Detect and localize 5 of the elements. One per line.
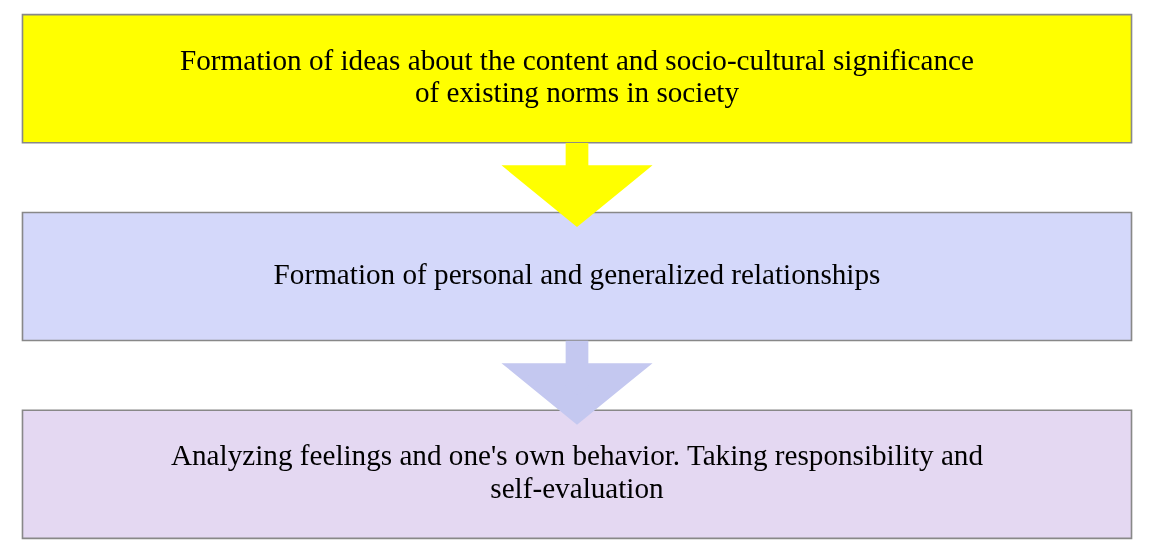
arrow (501, 340, 653, 425)
arrow (501, 142, 653, 227)
node-box: Analyzing feelings and one's own behavior. Taking responsibility and self-evaluation (21, 409, 1133, 540)
node-box: Formation of ideas about the content and socio-cultural significance of existing norms in society (21, 13, 1133, 144)
node-box: Formation of personal and generalized relationships (21, 211, 1133, 342)
